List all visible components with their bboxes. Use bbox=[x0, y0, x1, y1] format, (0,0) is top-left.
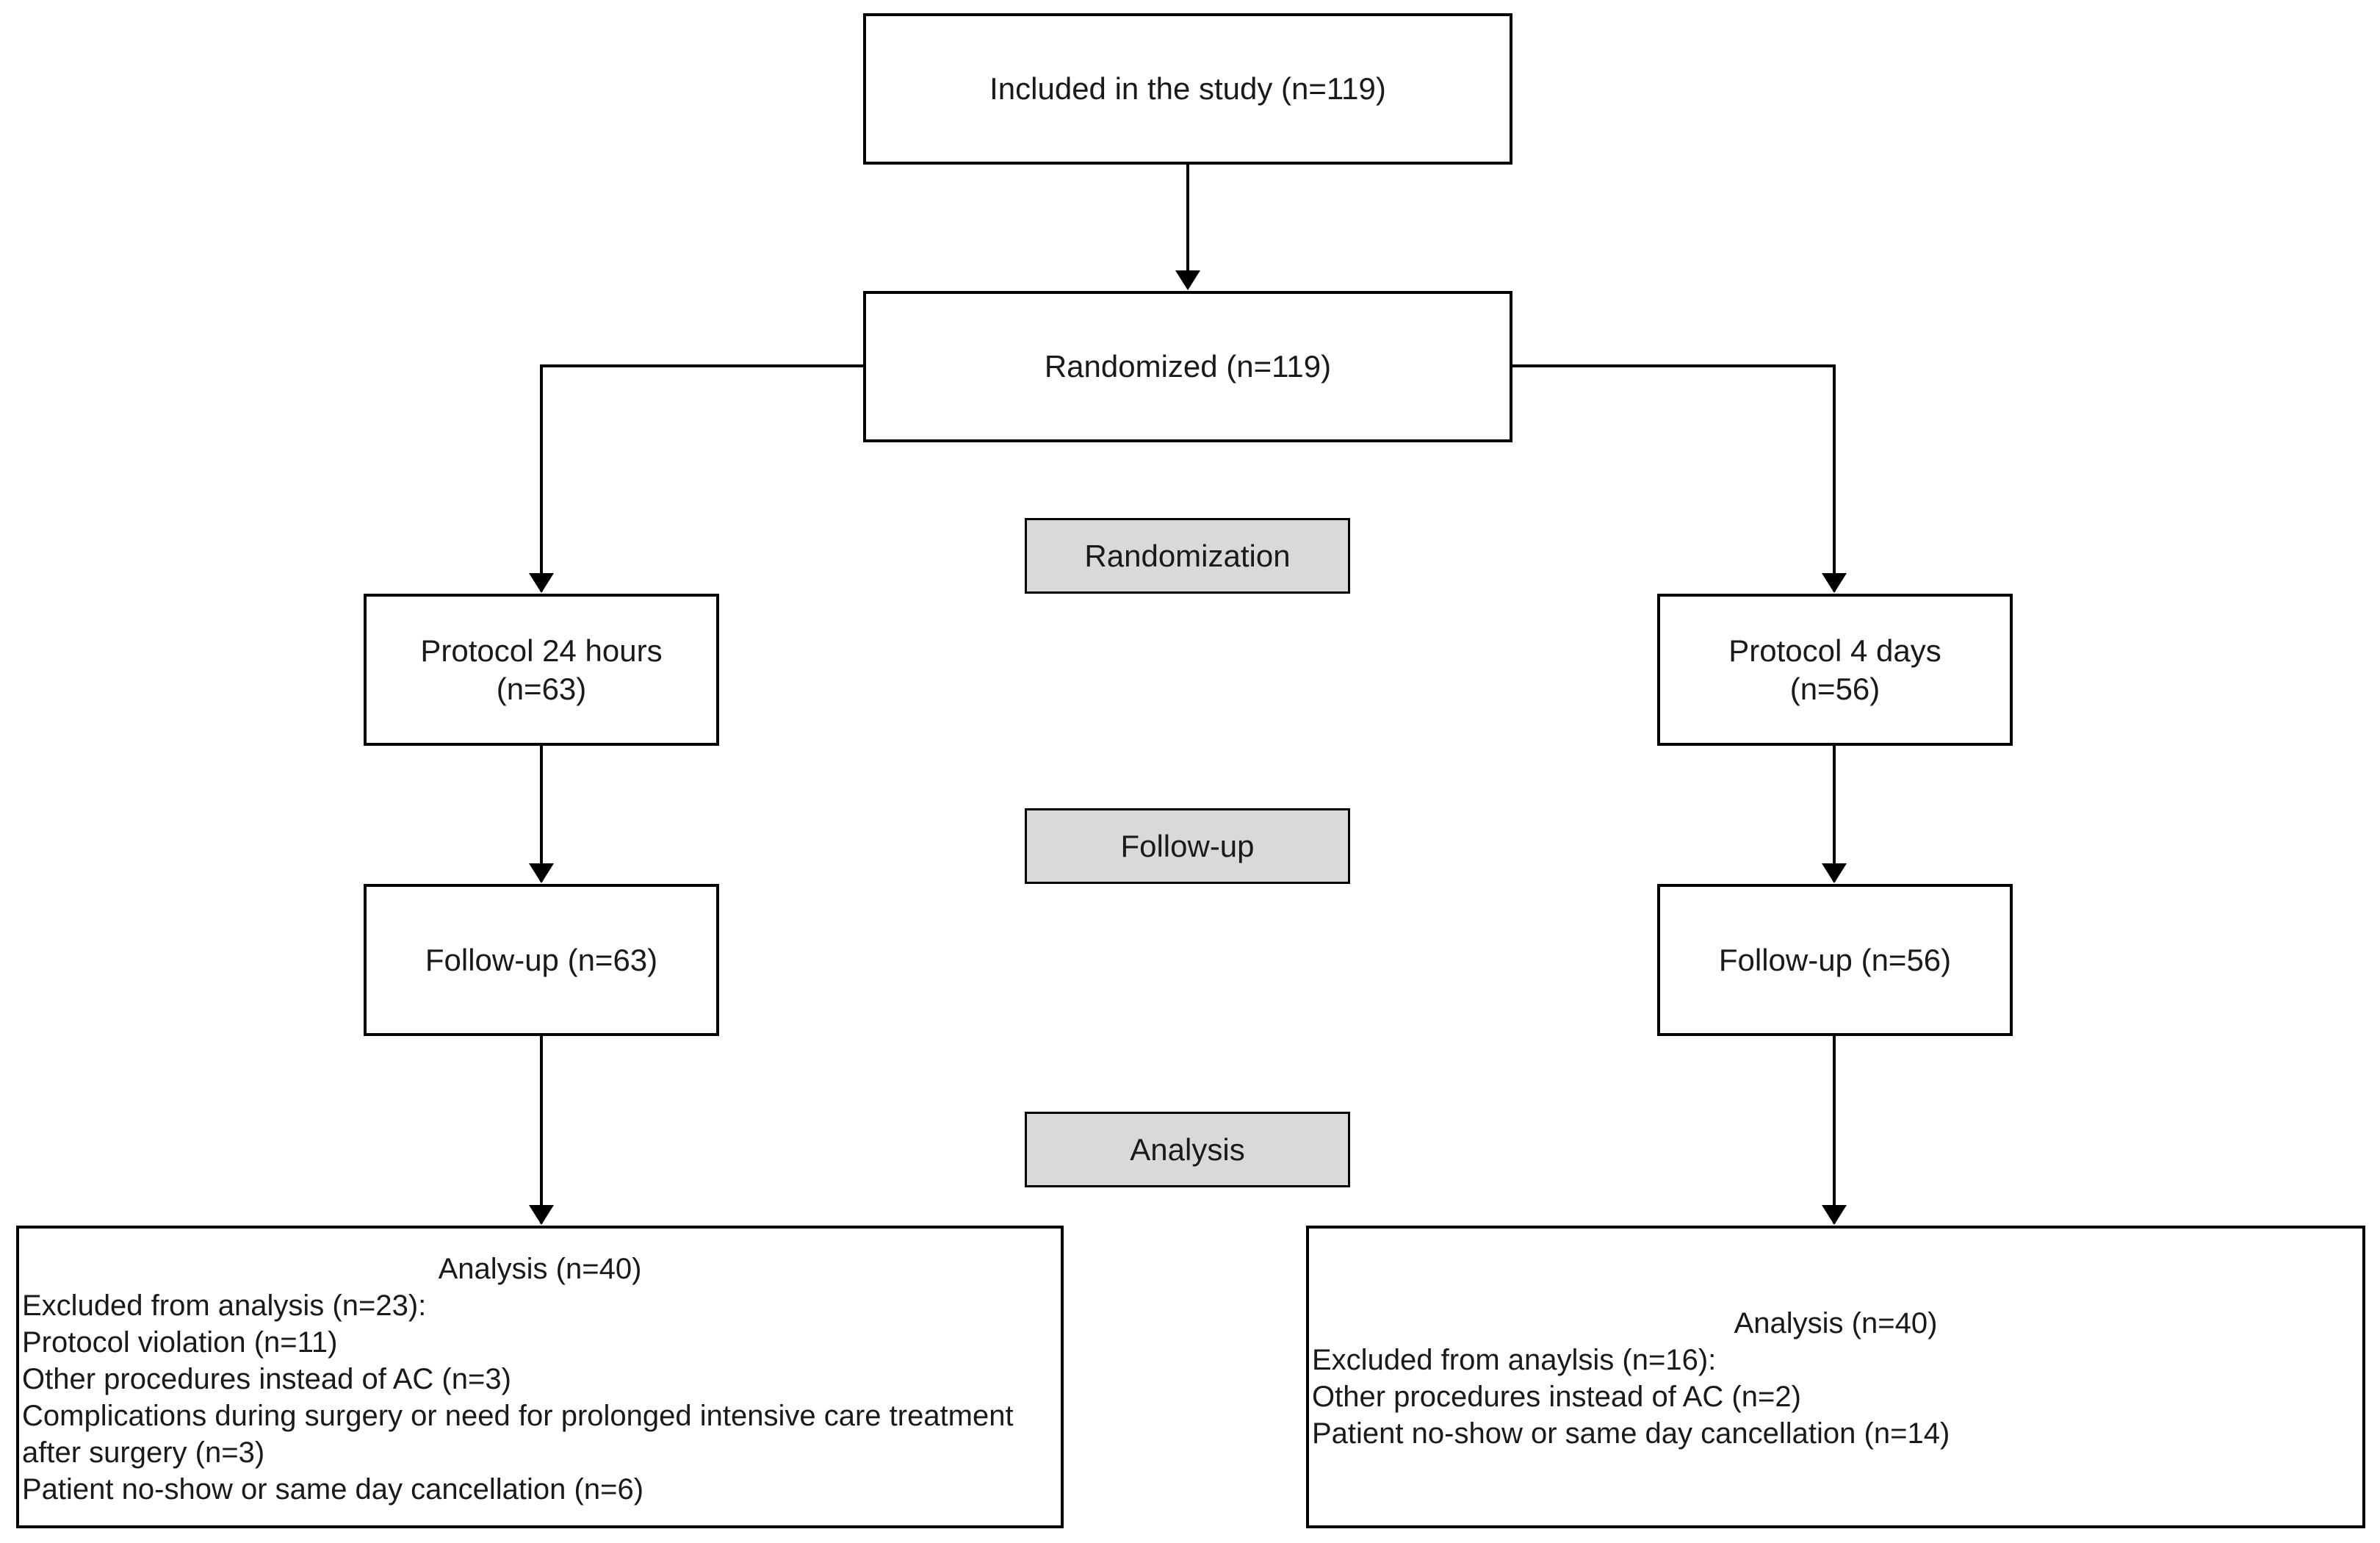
arrow-randomized-to-24h bbox=[540, 364, 865, 591]
analysis-4d-line-3: Patient no-show or same day cancellation… bbox=[1312, 1417, 1950, 1450]
analysis-24h-line-5: Patient no-show or same day cancellation… bbox=[22, 1473, 644, 1506]
protocol-24h-box: Protocol 24 hours (n=63) bbox=[364, 594, 719, 746]
analysis-4d-box: Analysis (n=40) Excluded from anaylsis (… bbox=[1306, 1226, 2365, 1528]
included-label: Included in the study (n=119) bbox=[989, 71, 1386, 106]
follow-up-24h-box: Follow-up (n=63) bbox=[364, 884, 719, 1036]
arrowhead-randomized-to-24h bbox=[529, 573, 554, 593]
protocol-24h-count: (n=63) bbox=[496, 671, 587, 706]
stage-randomization: Randomization bbox=[1025, 518, 1350, 594]
protocol-4d-count: (n=56) bbox=[1789, 671, 1880, 706]
stage-follow-up: Follow-up bbox=[1025, 808, 1350, 884]
arrowhead-followup-24h-to-analysis bbox=[529, 1205, 554, 1225]
follow-up-4d-box: Follow-up (n=56) bbox=[1657, 884, 2013, 1036]
stage-analysis-label: Analysis bbox=[1130, 1132, 1245, 1167]
analysis-24h-line-4: Complications during surgery or need for… bbox=[22, 1400, 1014, 1469]
arrowhead-followup-4d-to-analysis bbox=[1822, 1205, 1847, 1225]
analysis-24h-line-2: Protocol violation (n=11) bbox=[22, 1326, 338, 1359]
analysis-4d-line-1: Excluded from anaylsis (n=16): bbox=[1312, 1344, 1717, 1376]
arrowhead-randomized-to-4d bbox=[1822, 573, 1847, 593]
analysis-4d-line-2: Other procedures instead of AC (n=2) bbox=[1312, 1381, 1801, 1413]
analysis-24h-line-3: Other procedures instead of AC (n=3) bbox=[22, 1363, 511, 1395]
analysis-24h-line-1: Excluded from analysis (n=23): bbox=[22, 1290, 427, 1322]
randomized-box: Randomized (n=119) bbox=[863, 291, 1512, 442]
analysis-4d-title: Analysis (n=40) bbox=[1734, 1307, 1938, 1339]
follow-up-24h-label: Follow-up (n=63) bbox=[425, 942, 658, 977]
follow-up-4d-label: Follow-up (n=56) bbox=[1718, 942, 1952, 977]
protocol-24h-title: Protocol 24 hours bbox=[420, 633, 663, 668]
arrowhead-4d-to-followup bbox=[1822, 863, 1847, 883]
analysis-24h-box: Analysis (n=40) Excluded from analysis (… bbox=[16, 1226, 1064, 1528]
included-box: Included in the study (n=119) bbox=[863, 13, 1512, 165]
protocol-4d-box: Protocol 4 days (n=56) bbox=[1657, 594, 2013, 746]
stage-analysis: Analysis bbox=[1025, 1112, 1350, 1187]
arrowhead-included-to-randomized bbox=[1175, 270, 1200, 290]
arrow-randomized-to-4d bbox=[1512, 364, 1836, 591]
stage-randomization-label: Randomization bbox=[1084, 538, 1291, 573]
arrowhead-24h-to-followup bbox=[529, 863, 554, 883]
randomized-label: Randomized (n=119) bbox=[1044, 349, 1332, 384]
stage-follow-up-label: Follow-up bbox=[1120, 828, 1255, 863]
protocol-4d-title: Protocol 4 days bbox=[1728, 633, 1941, 668]
analysis-24h-title: Analysis (n=40) bbox=[438, 1253, 642, 1285]
